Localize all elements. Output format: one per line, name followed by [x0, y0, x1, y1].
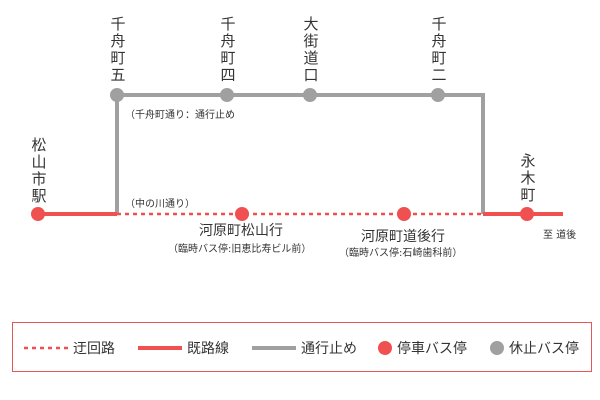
stop-label-senbuncho-2: 千舟町二: [431, 15, 447, 84]
stop-label-senbuncho-5: 千舟町五: [110, 15, 126, 84]
active-stop-kawaramachi-matsuyama: [235, 207, 249, 221]
existing-line-swatch: [138, 346, 182, 350]
legend-item-closed: 通行止め: [251, 323, 357, 373]
legend-label-closed: 通行止め: [301, 341, 357, 357]
closed-route-line: [115, 93, 485, 214]
legend-label-existing: 既路線: [187, 341, 229, 357]
legend-label-detour: 迂回路: [73, 341, 115, 357]
closed-line-swatch: [252, 346, 296, 350]
closed-stop-senbuncho-4: [220, 88, 234, 102]
legend: 迂回路 既路線 通行止め 停車バス停 休止バス停: [12, 322, 592, 372]
closed-stop-senbuncho-2: [431, 88, 445, 102]
closed-stop-senbuncho-5: [110, 88, 124, 102]
stop-label-senbuncho-4: 千舟町四: [220, 15, 236, 84]
closed-stop-swatch: [490, 341, 504, 355]
stop-label-kawaramachi-matsuyama: 河原町松山行: [199, 223, 283, 239]
active-stop-kawaramachi-dogo: [397, 207, 411, 221]
legend-item-detour: 迂回路: [23, 323, 115, 373]
stop-label-okaido-guchi: 大街道口: [303, 15, 319, 84]
note-to-dogo: 至 道後: [543, 230, 577, 241]
legend-item-closed-stop: 休止バス停: [489, 323, 579, 373]
detour-line-swatch: [24, 346, 68, 350]
active-stop-swatch: [378, 341, 392, 355]
active-stop-eikicho: [520, 207, 534, 221]
active-stop-matsuyama-shi-eki: [31, 207, 45, 221]
stop-label-kawaramachi-dogo: 河原町道後行: [361, 229, 445, 245]
legend-item-existing: 既路線: [137, 323, 229, 373]
note-senbuncho-dori: （千舟町通り：通行止め: [125, 110, 235, 121]
note-nakanokawa-dori: （中の川通り）: [125, 199, 195, 210]
stop-label-eikicho: 永木町: [520, 152, 536, 204]
note-temp-stop-matsuyama: （臨時バス停:旧恵比寿ビル前）: [168, 244, 312, 255]
stop-label-matsuyama-shi-eki: 松山市駅: [31, 136, 47, 205]
legend-label-active-stop: 停車バス停: [397, 341, 467, 357]
legend-label-closed-stop: 休止バス停: [509, 341, 579, 357]
legend-item-active-stop: 停車バス停: [377, 323, 467, 373]
note-temp-stop-dogo: （臨時バス停:石崎歯科前）: [339, 248, 463, 259]
closed-stop-okaido-guchi: [303, 88, 317, 102]
